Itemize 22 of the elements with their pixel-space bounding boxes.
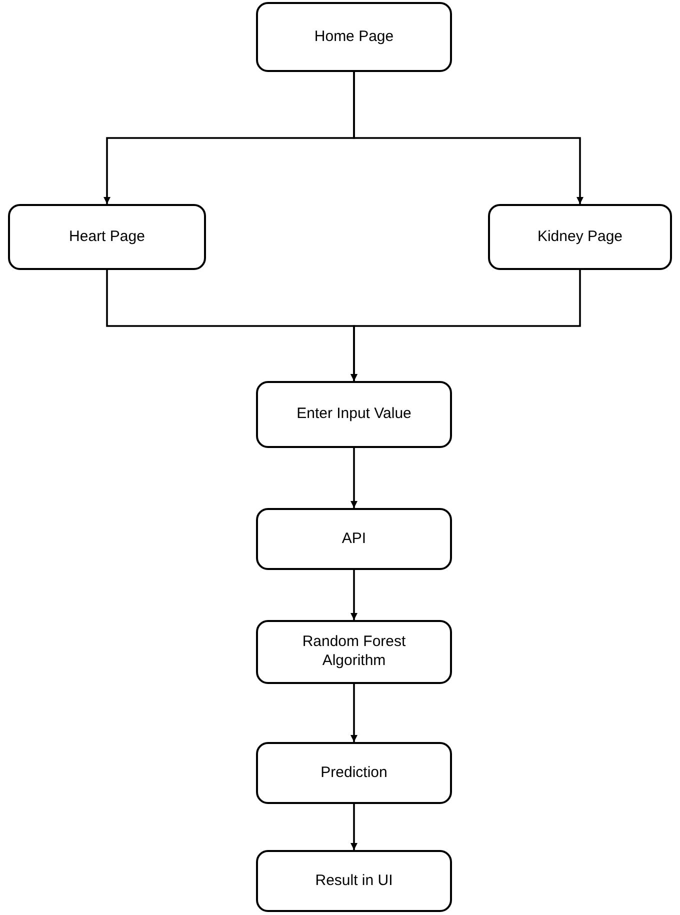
arrow [350, 570, 358, 620]
arrow [350, 270, 581, 381]
box-label: Random Forest Algorithm [301, 633, 407, 671]
box-label: API [342, 530, 366, 548]
box-label: Heart Page [69, 228, 145, 246]
process-box [488, 204, 672, 270]
process-box [256, 2, 452, 72]
box-label: Prediction [320, 764, 388, 782]
process-box [256, 850, 452, 912]
process-box [256, 508, 452, 570]
process-box [256, 620, 452, 684]
arrow [350, 804, 358, 850]
box-label: Home Page [314, 28, 394, 46]
box-label: Result in UI [315, 872, 393, 890]
arrow [350, 684, 358, 742]
box-label: Enter Input Value [296, 405, 412, 424]
box-label: Kidney Page [537, 228, 623, 246]
arrow [353, 72, 584, 204]
arrow [350, 448, 358, 508]
process-box [256, 742, 452, 804]
process-box [8, 204, 206, 270]
process-box [256, 381, 452, 448]
